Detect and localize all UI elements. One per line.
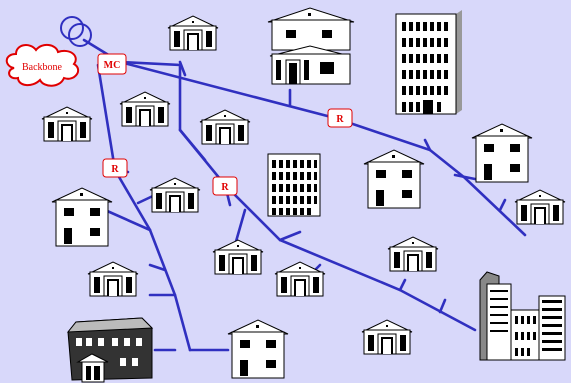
house-icon: [88, 262, 138, 296]
router-label: R: [111, 164, 119, 175]
house-icon: [150, 178, 200, 212]
mc-label: MC: [104, 60, 121, 71]
house-icon: [42, 107, 92, 141]
house-icon: [168, 16, 218, 50]
house-icon: [362, 320, 412, 354]
backbone-label: Backbone: [22, 62, 63, 73]
house-icon: [515, 190, 565, 224]
large-house-icon: [68, 318, 152, 382]
house-icon: [213, 240, 263, 274]
two-story-house-icon: [472, 124, 532, 182]
city-skyline-icon: [480, 272, 565, 360]
router-label: R: [336, 114, 344, 125]
house-icon: [120, 92, 170, 126]
office-tower-icon: [396, 10, 462, 114]
backbone-cloud: Backbone: [7, 45, 78, 86]
office-building-icon: [268, 154, 320, 216]
router-label: R: [221, 182, 229, 193]
house-icon: [200, 110, 250, 144]
router-1: R: [328, 109, 352, 127]
two-story-house-icon: [364, 150, 424, 208]
router-2: R: [103, 159, 127, 177]
router-3: R: [213, 177, 237, 195]
townhouse-icon: [268, 8, 354, 84]
mc-node: MC: [98, 54, 126, 74]
two-story-house-icon: [52, 188, 112, 246]
two-story-house-icon: [228, 320, 288, 378]
house-icon: [388, 237, 438, 271]
